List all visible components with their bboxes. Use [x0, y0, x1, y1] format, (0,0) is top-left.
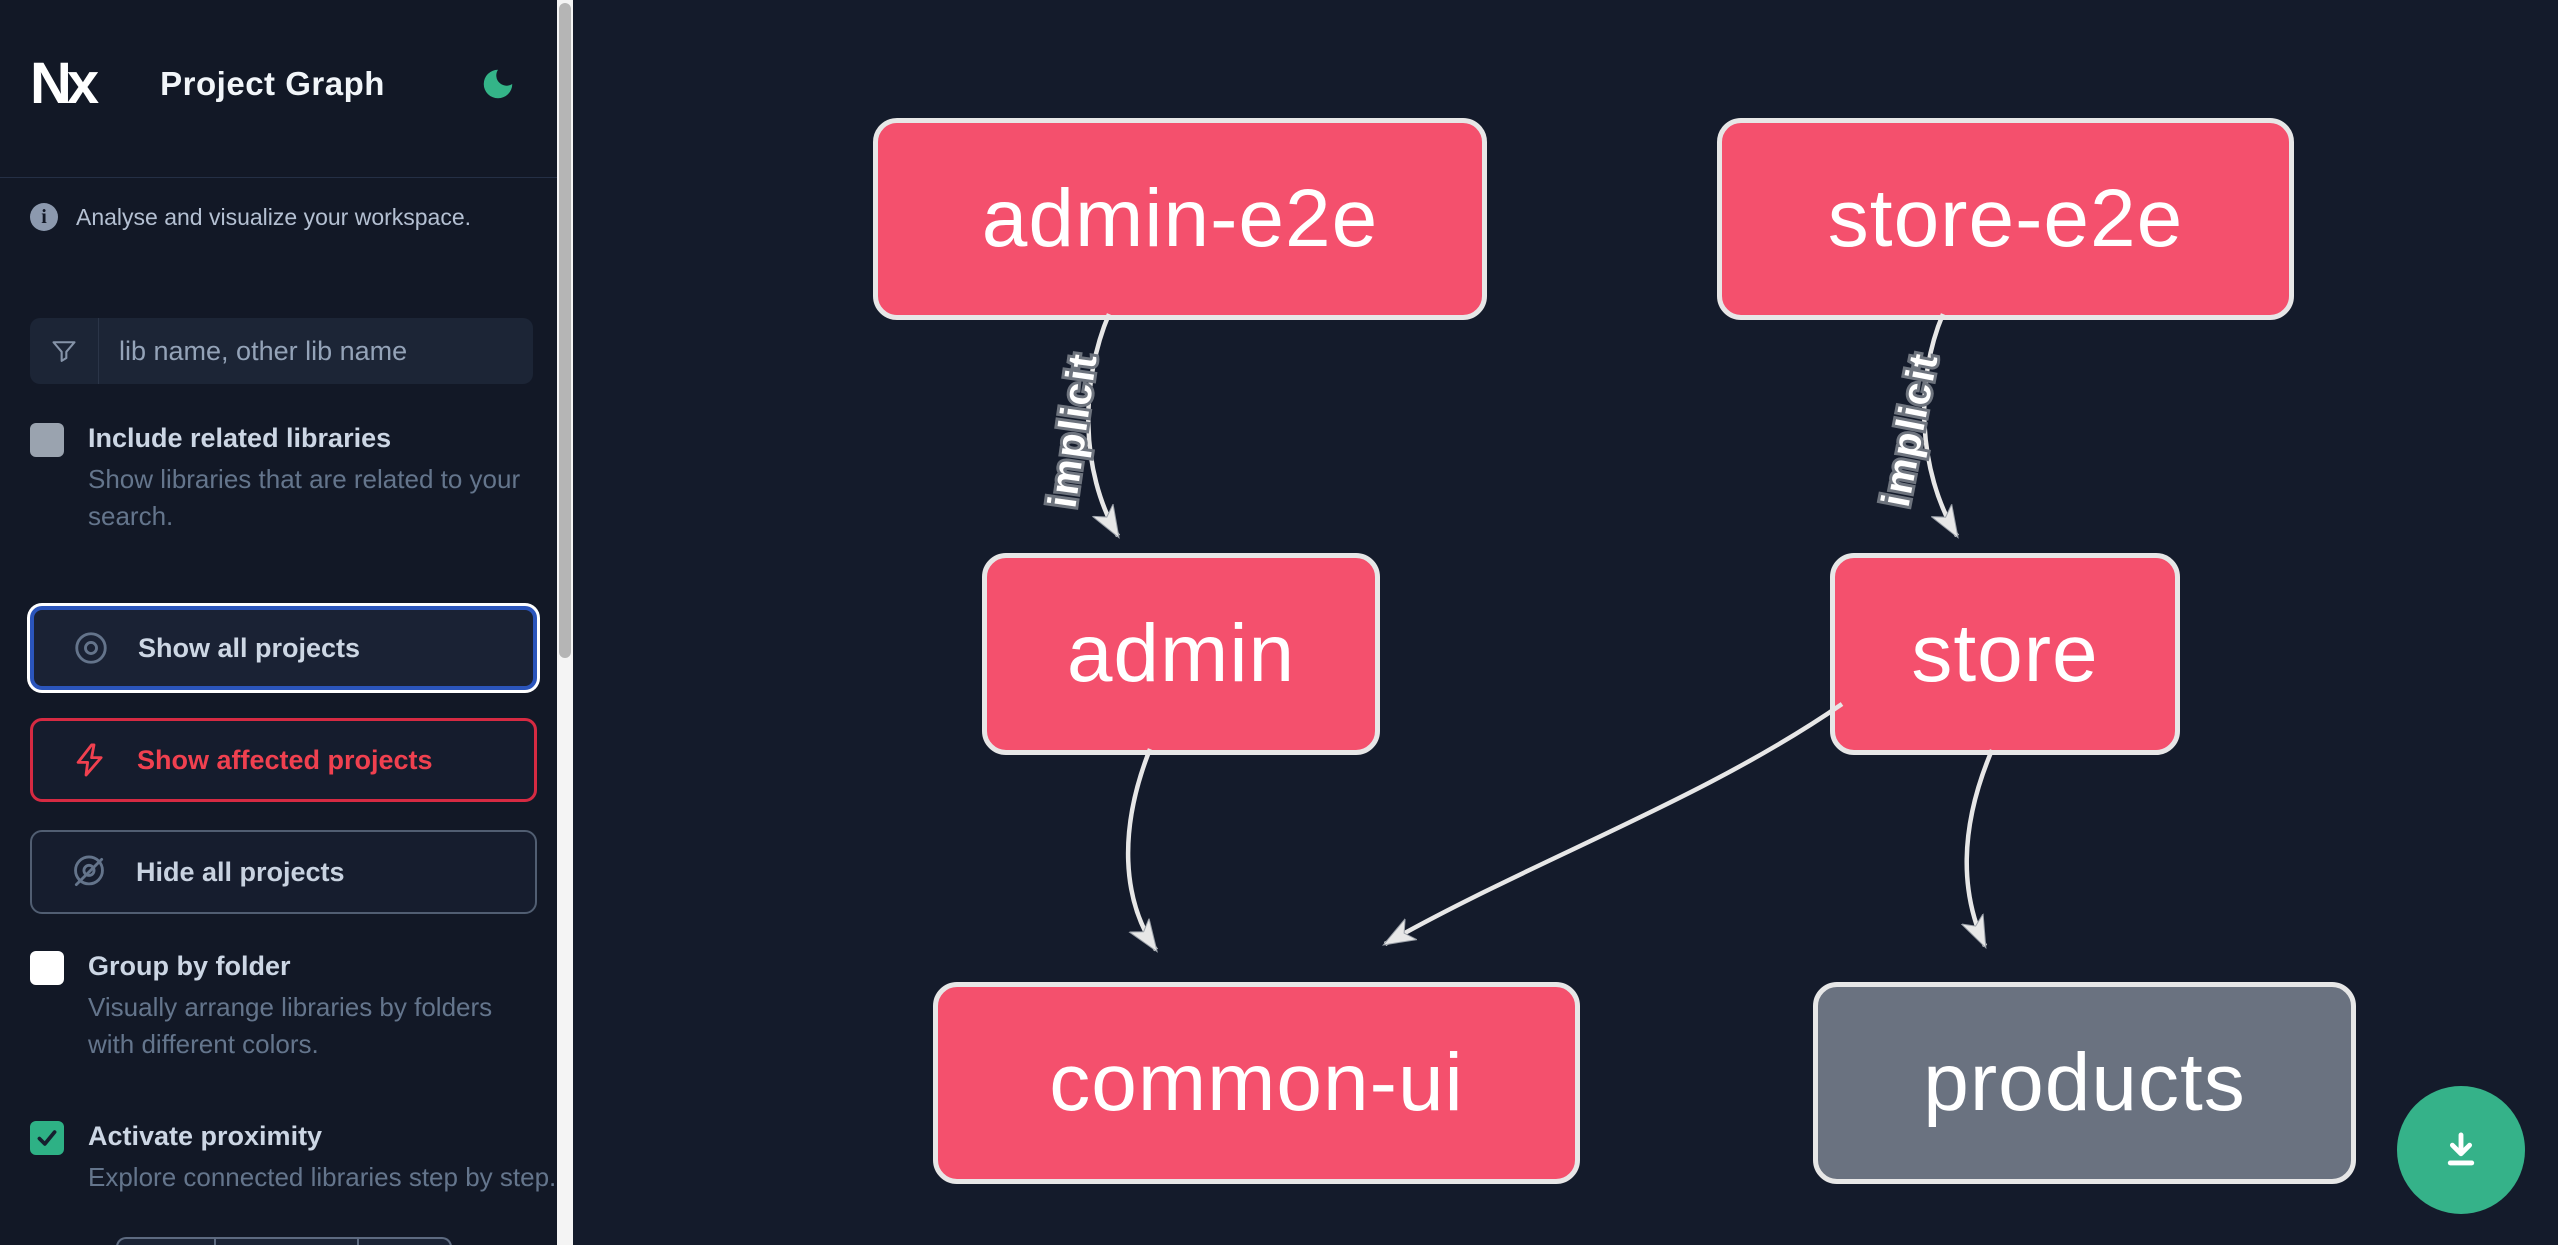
option-group-by-folder[interactable]: Group by folder Visually arrange librari…: [30, 948, 530, 1063]
group-by-folder-checkbox[interactable]: [30, 951, 64, 985]
nx-logo: Nx: [30, 51, 99, 116]
edge-admin-common-ui: [1125, 748, 1156, 950]
include-related-checkbox[interactable]: [30, 423, 64, 457]
graph-node-store[interactable]: store: [1830, 553, 2180, 755]
hide-all-projects-button[interactable]: Hide all projects: [30, 830, 537, 914]
graph-node-admin-e2e[interactable]: admin-e2e: [873, 118, 1487, 320]
option-description: Visually arrange libraries by folders wi…: [88, 992, 493, 1059]
search-input[interactable]: [99, 318, 533, 384]
download-graph-button[interactable]: [2397, 1086, 2525, 1214]
option-label: Group by folder: [88, 951, 291, 981]
graph-node-admin[interactable]: admin: [982, 553, 1380, 755]
node-label: common-ui: [1049, 1037, 1464, 1128]
button-label: Hide all projects: [136, 856, 345, 887]
graph-node-common-ui[interactable]: common-ui: [933, 982, 1580, 1184]
tagline-text: Analyse and visualize your workspace.: [76, 203, 472, 230]
option-description: Explore connected libraries step by step…: [88, 1162, 557, 1192]
proximity-stepper[interactable]: [116, 1237, 452, 1245]
sidebar-header: Nx Project Graph: [30, 52, 527, 116]
button-label: Show affected projects: [137, 744, 433, 775]
node-label: admin-e2e: [981, 173, 1379, 264]
node-label: products: [1923, 1037, 2246, 1128]
node-label: store: [1911, 608, 2099, 699]
option-include-related[interactable]: Include related libraries Show libraries…: [30, 420, 530, 535]
check-icon: [37, 1130, 57, 1146]
page-title: Project Graph: [160, 65, 385, 102]
button-label: Show all projects: [138, 632, 361, 663]
option-activate-proximity[interactable]: Activate proximity Explore connected lib…: [30, 1118, 556, 1196]
download-icon: [2447, 1132, 2475, 1166]
graph-node-products[interactable]: products: [1813, 982, 2356, 1184]
filter-funnel-icon: [30, 318, 99, 384]
eye-icon: [75, 632, 107, 664]
bolt-icon: [76, 743, 103, 777]
edge-store-e2e-store: [1921, 313, 1959, 536]
option-description: Show libraries that are related to your …: [88, 464, 521, 531]
edge-label-implicit: implicit: [1874, 349, 1947, 511]
edge-admin-e2e-admin: [1086, 313, 1120, 536]
sidebar: Nx Project Graph i Analyse and visualize…: [0, 0, 557, 1245]
activate-proximity-checkbox[interactable]: [30, 1121, 64, 1155]
edge-store-products: [1967, 749, 1995, 946]
graph-node-store-e2e[interactable]: store-e2e: [1717, 118, 2294, 320]
option-label: Activate proximity: [88, 1121, 323, 1151]
project-graph-canvas[interactable]: admin-e2e store-e2e admin store common-u…: [573, 0, 2558, 1245]
search-box: [30, 318, 533, 384]
sidebar-scrollbar-thumb[interactable]: [559, 3, 571, 658]
info-icon: i: [30, 203, 58, 231]
node-label: admin: [1066, 608, 1296, 699]
show-all-projects-button[interactable]: Show all projects: [30, 606, 537, 690]
edge-store-common-ui: [1385, 702, 1844, 946]
header-divider: [0, 177, 557, 178]
option-label: Include related libraries: [88, 423, 392, 453]
dark-mode-toggle-moon-icon[interactable]: [479, 65, 517, 103]
tagline: i Analyse and visualize your workspace.: [30, 203, 530, 231]
edge-label-implicit: implicit: [1040, 350, 1105, 511]
eye-off-icon: [74, 855, 104, 887]
node-label: store-e2e: [1827, 173, 2184, 264]
show-affected-projects-button[interactable]: Show affected projects: [30, 718, 537, 802]
sidebar-scrollbar-track[interactable]: [557, 0, 573, 1245]
